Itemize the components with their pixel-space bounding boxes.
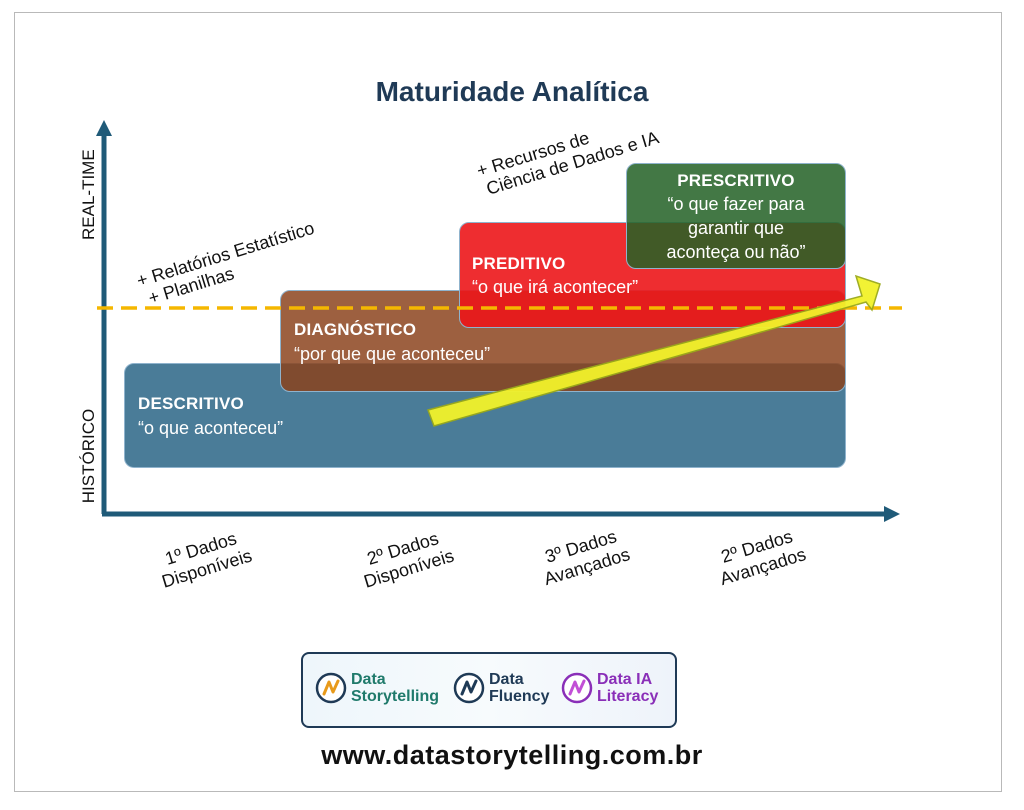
ds-logo-icon bbox=[315, 672, 347, 704]
stage-prescritivo: PRESCRITIVO “o que fazer para garantir q… bbox=[626, 163, 846, 269]
stage-prescritivo-quote-line3: aconteça ou não” bbox=[666, 242, 806, 262]
logo-data-storytelling-line2: Storytelling bbox=[351, 688, 440, 705]
website-url: www.datastorytelling.com.br bbox=[321, 740, 703, 770]
stage-descritivo-label: DESCRITIVO bbox=[138, 394, 244, 413]
stage-prescritivo-quote-line2: garantir que bbox=[687, 218, 785, 238]
logo-data-storytelling-line1: Data bbox=[351, 671, 386, 688]
stage-prescritivo-quote-line1: “o que fazer para bbox=[667, 194, 805, 214]
logo-data-ia-literacy-line1: Data IA bbox=[597, 671, 653, 688]
x-axis-arrowhead bbox=[884, 506, 900, 522]
logo-data-ia-literacy: Data IA Literacy bbox=[561, 671, 658, 705]
stage-preditivo-label: PREDITIVO bbox=[472, 254, 566, 273]
y-axis-historico-label: HISTÓRICO bbox=[79, 408, 98, 504]
diagram-title: Maturidade Analítica bbox=[375, 76, 649, 107]
logo-data-ia-literacy-line2: Literacy bbox=[597, 688, 659, 705]
stage-prescritivo-label: PRESCRITIVO bbox=[677, 171, 795, 190]
dl-logo-icon bbox=[561, 672, 593, 704]
logo-data-storytelling: Data Storytelling bbox=[315, 671, 439, 705]
y-axis-realtime-label: REAL-TIME bbox=[79, 149, 98, 240]
df-logo-icon bbox=[453, 672, 485, 704]
stage-diagnostico-label: DIAGNÓSTICO bbox=[294, 320, 417, 339]
stage-descritivo-quote: “o que aconteceu” bbox=[138, 418, 284, 438]
stage-preditivo-quote: “o que irá acontecer” bbox=[472, 277, 639, 297]
logo-data-fluency-line1: Data bbox=[489, 671, 524, 688]
brand-logos-panel: Data Storytelling Data Fluency Data IA L… bbox=[301, 652, 677, 728]
logo-data-fluency-line2: Fluency bbox=[489, 688, 550, 705]
progression-arrow bbox=[427, 274, 881, 427]
logo-data-fluency: Data Fluency bbox=[453, 671, 549, 705]
stage-diagnostico-quote: “por que que aconteceu” bbox=[294, 344, 491, 364]
y-axis-arrowhead bbox=[96, 120, 112, 136]
